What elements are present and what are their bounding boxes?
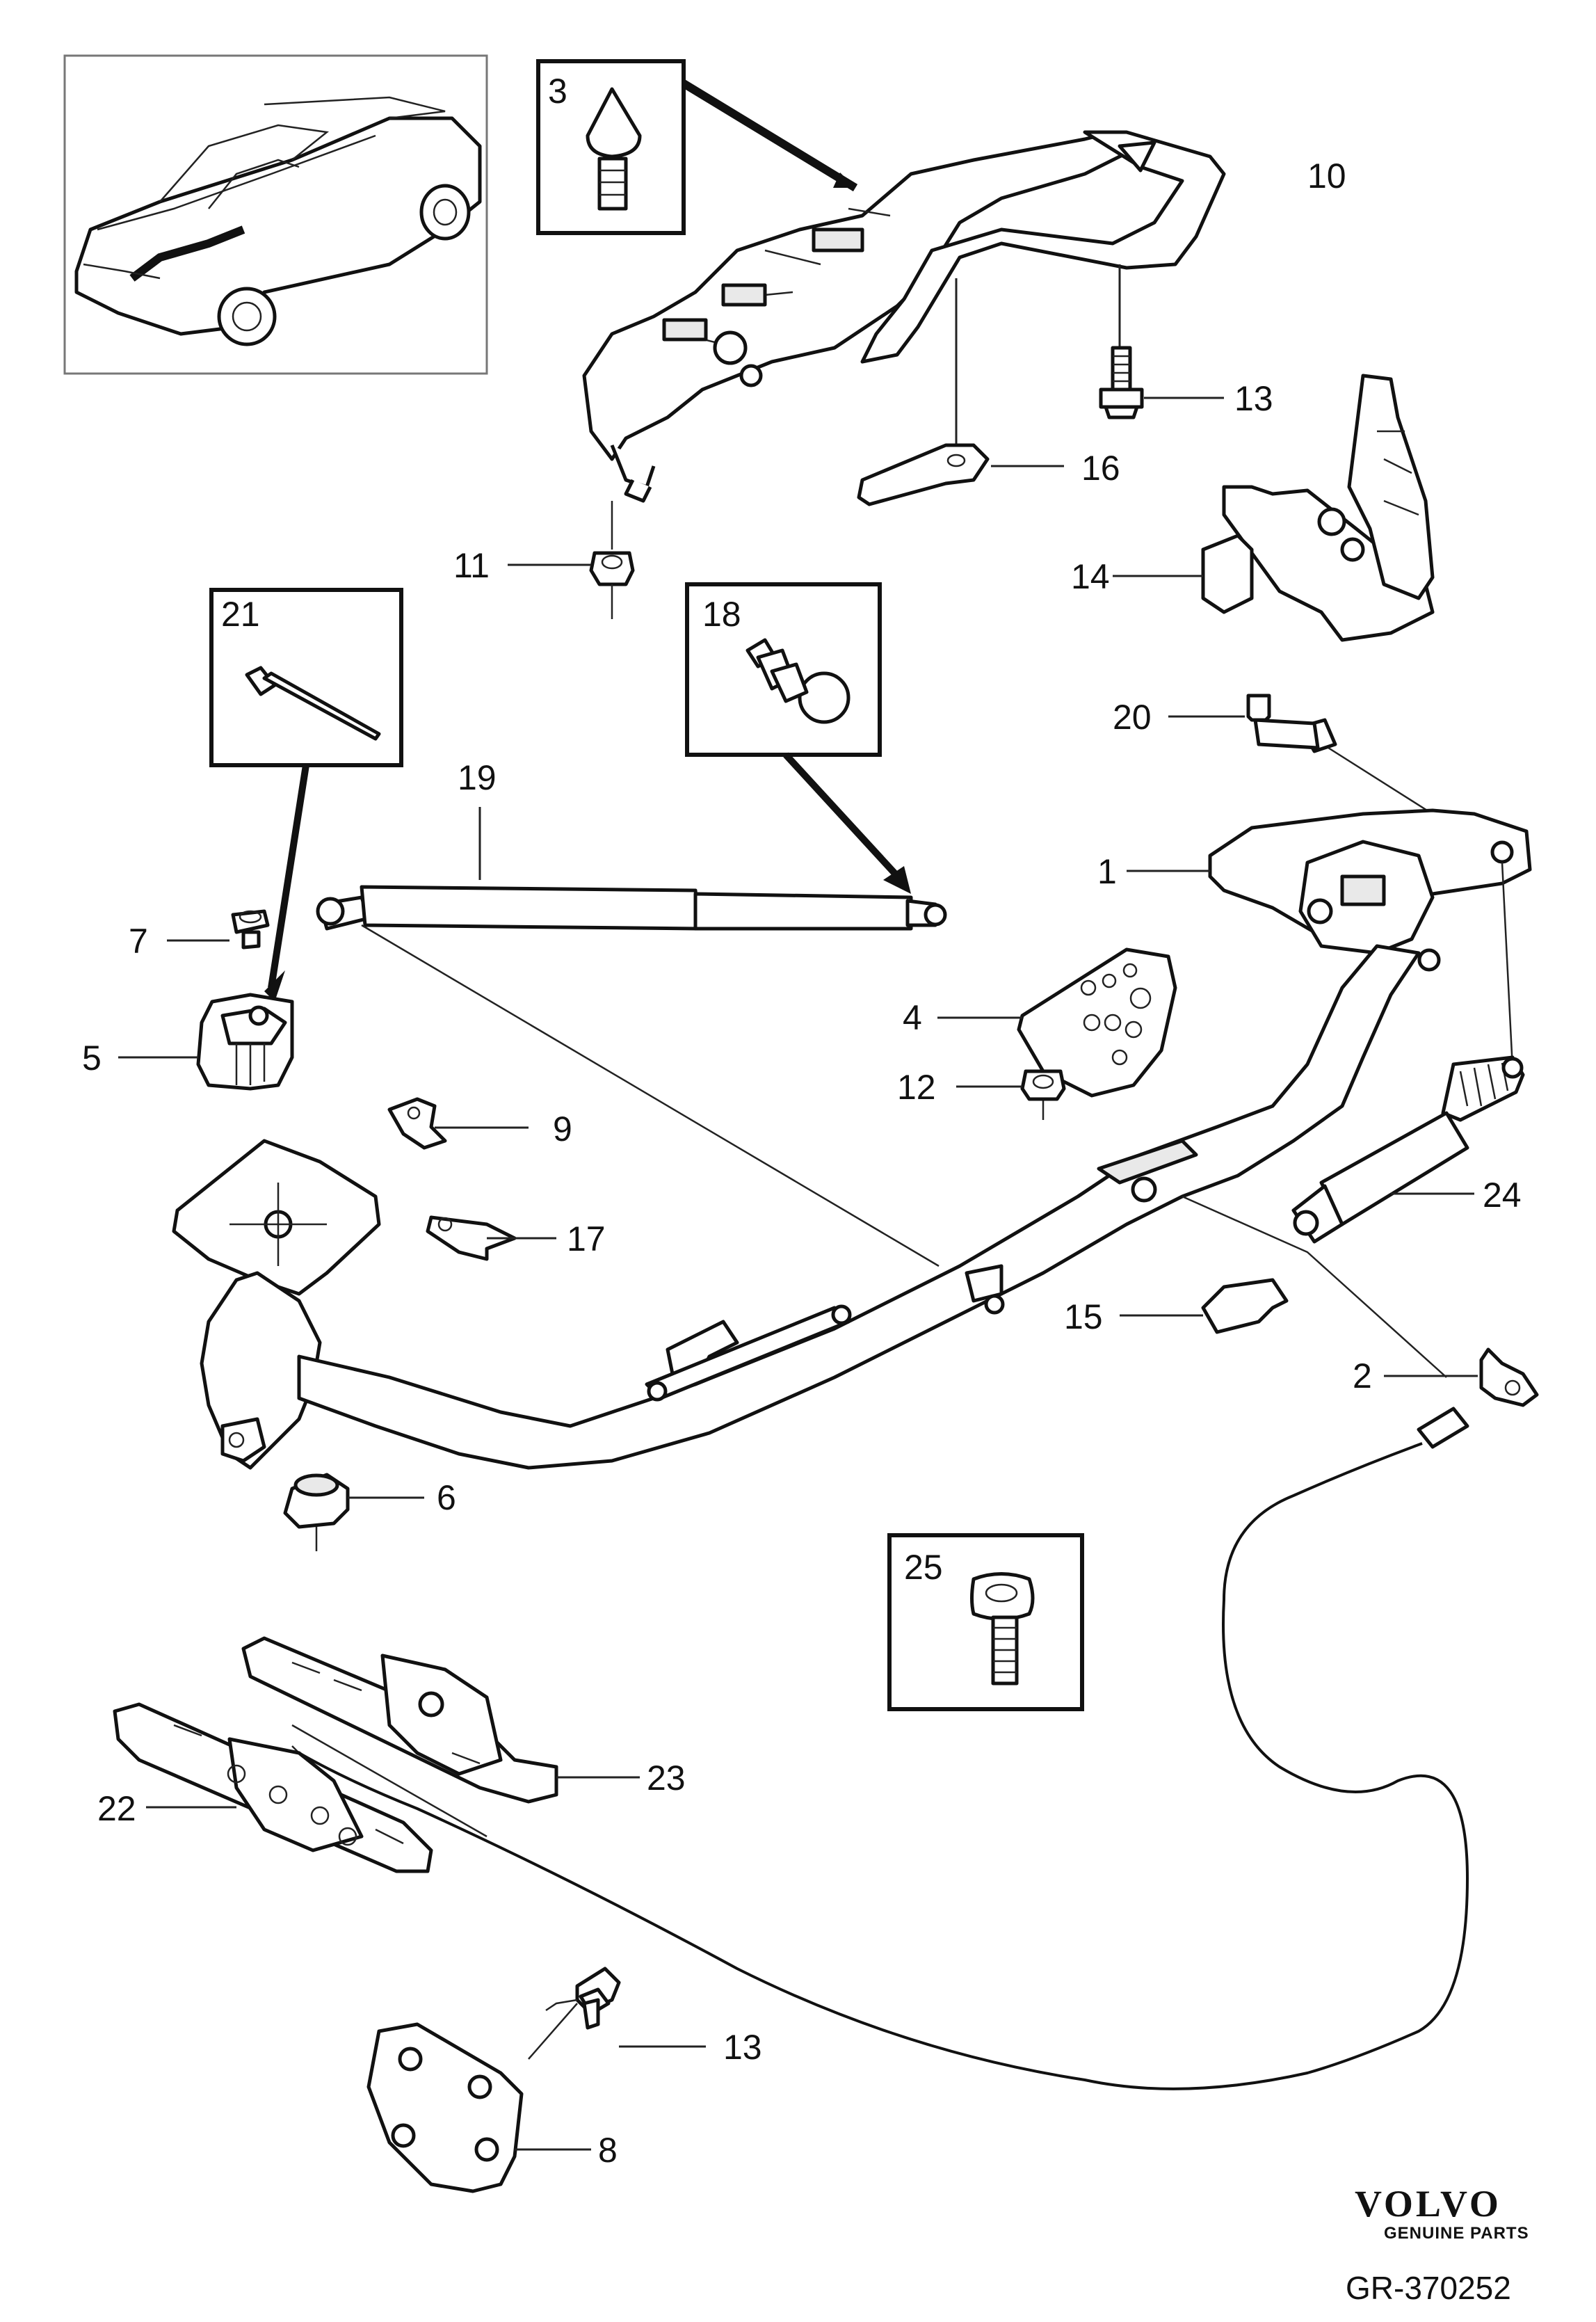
part-19-gas-strut bbox=[316, 807, 947, 1267]
label-7: 7 bbox=[129, 922, 148, 961]
car-convertible-overview-icon bbox=[74, 96, 482, 346]
part-16-strap bbox=[857, 278, 1064, 506]
label-10: 10 bbox=[1307, 157, 1346, 195]
brand-tagline: GENUINE PARTS bbox=[1384, 2224, 1529, 2243]
label-1: 1 bbox=[1097, 852, 1117, 891]
label-8: 8 bbox=[598, 2131, 618, 2170]
part-10-upper-frame bbox=[582, 130, 1226, 503]
part-23-rail bbox=[241, 1636, 640, 1804]
label-19: 19 bbox=[458, 758, 497, 797]
label-16: 16 bbox=[1081, 449, 1120, 488]
part-11-nut bbox=[508, 501, 635, 619]
label-18: 18 bbox=[702, 595, 741, 634]
part-12-nut bbox=[956, 1069, 1066, 1120]
label-14: 14 bbox=[1071, 557, 1110, 596]
label-3: 3 bbox=[548, 72, 567, 111]
label-17: 17 bbox=[567, 1219, 606, 1258]
label-9: 9 bbox=[553, 1110, 572, 1148]
label-11: 11 bbox=[453, 546, 490, 585]
label-15: 15 bbox=[1064, 1297, 1103, 1336]
label-23: 23 bbox=[647, 1759, 686, 1797]
part-1-hinge-bracket bbox=[1127, 808, 1532, 1068]
label-5: 5 bbox=[82, 1039, 102, 1078]
brand-name: VOLVO bbox=[1355, 2183, 1501, 2225]
part-number-labels: 1 2 3 4 5 6 7 8 9 10 11 12 13 13 14 15 1… bbox=[82, 72, 1522, 2170]
detail-box-25 bbox=[887, 1533, 1084, 1711]
part-13-bolt-lower bbox=[545, 1967, 706, 2048]
part-9-clip bbox=[387, 1097, 529, 1150]
part-15-clip bbox=[1120, 1278, 1289, 1334]
label-12: 12 bbox=[897, 1068, 936, 1107]
diagram-reference: GR-370252 bbox=[1346, 2270, 1511, 2306]
label-24: 24 bbox=[1483, 1176, 1522, 1215]
detail-box-21 bbox=[209, 588, 403, 1002]
label-21: 21 bbox=[221, 595, 260, 634]
detail-box-3 bbox=[536, 59, 858, 235]
car-overview-inset bbox=[63, 54, 488, 375]
part-20-pin bbox=[1168, 694, 1433, 815]
label-2: 2 bbox=[1353, 1356, 1372, 1395]
label-13b: 13 bbox=[723, 2028, 762, 2067]
part-4-plate bbox=[937, 947, 1177, 1098]
part-2-release-cable bbox=[291, 1347, 1539, 2090]
part-14-latch bbox=[1113, 374, 1435, 642]
part-5-bracket bbox=[118, 993, 294, 1091]
part-24-gas-spring bbox=[1291, 1055, 1525, 1244]
label-4: 4 bbox=[903, 998, 922, 1037]
part-8-plate bbox=[366, 2003, 591, 2193]
label-6: 6 bbox=[437, 1478, 456, 1517]
part-22-rail bbox=[113, 1702, 433, 1873]
part-6-bump-stop bbox=[283, 1473, 424, 1551]
label-13a: 13 bbox=[1234, 379, 1273, 418]
detail-box-18 bbox=[685, 582, 911, 894]
part-17-clip bbox=[426, 1215, 556, 1261]
brand-block: VOLVO GENUINE PARTS GR-370252 bbox=[1346, 2183, 1529, 2306]
part-7-screw bbox=[167, 909, 270, 950]
label-20: 20 bbox=[1113, 698, 1152, 737]
label-22: 22 bbox=[97, 1789, 136, 1828]
part-13-bolt-upper bbox=[1099, 264, 1224, 419]
label-25: 25 bbox=[904, 1548, 943, 1587]
main-arm-linkage bbox=[172, 944, 1447, 1470]
